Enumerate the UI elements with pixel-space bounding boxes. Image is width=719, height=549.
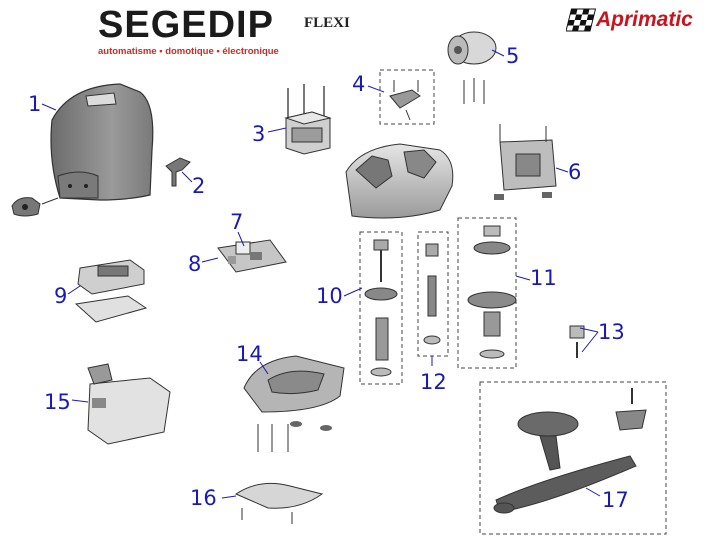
- callout-11: 11: [530, 266, 557, 290]
- callout-15: 15: [44, 390, 71, 414]
- mounting-plate: [494, 124, 557, 200]
- segedip-logo: SEGEDIP: [98, 4, 274, 46]
- callout-9: 9: [54, 284, 68, 308]
- leader-lines: [41, 49, 601, 499]
- receiver-box: [74, 259, 148, 323]
- bolt-nut: [569, 325, 585, 358]
- articulated-arm-kit: [479, 381, 667, 535]
- limit-switch-kit: [379, 69, 435, 125]
- gear-stack-kit: [457, 217, 517, 369]
- callout-8: 8: [188, 252, 202, 276]
- callout-17: 17: [602, 488, 629, 512]
- callout-2: 2: [192, 174, 206, 198]
- worm-shaft-kit: [417, 231, 449, 357]
- callout-5: 5: [506, 44, 520, 68]
- callout-14: 14: [236, 342, 263, 366]
- callout-1: 1: [28, 92, 42, 116]
- motor-cover: [11, 83, 154, 217]
- callout-13: 13: [598, 320, 625, 344]
- callout-6: 6: [568, 160, 582, 184]
- callout-3: 3: [252, 122, 266, 146]
- release-key: [165, 157, 191, 187]
- callout-4: 4: [352, 72, 366, 96]
- transformer: [284, 84, 332, 155]
- pinion-shaft-kit: [359, 231, 403, 385]
- callout-10: 10: [316, 284, 343, 308]
- model-name: FLEXI: [304, 15, 350, 31]
- base-housing: [243, 355, 345, 452]
- segedip-tagline: automatisme • domotique • électronique: [98, 46, 279, 57]
- aprimatic-logo: Aprimatic: [596, 8, 693, 31]
- callout-12: 12: [420, 370, 447, 394]
- guide-bracket: [234, 482, 324, 524]
- motor: [447, 31, 497, 104]
- callout-7: 7: [230, 210, 244, 234]
- rear-case: [87, 363, 171, 445]
- gearbox-base: [345, 143, 454, 219]
- callout-16: 16: [190, 486, 217, 510]
- aprimatic-flag-icon: [566, 8, 596, 32]
- control-board: [217, 239, 287, 273]
